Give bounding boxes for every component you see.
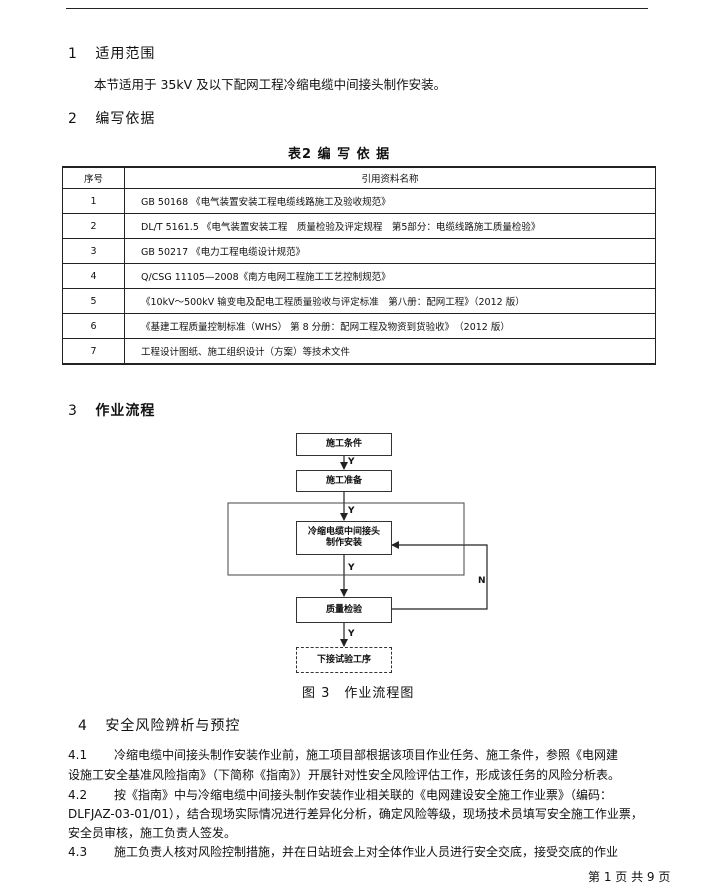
flow-label-yes: Y xyxy=(348,506,355,516)
table-row: 5《10kV～500kV 输变电及配电工程质量验收与评定标准 第八册：配网工程》… xyxy=(62,288,656,314)
row-number: 7 xyxy=(62,338,125,365)
flow-label-yes: Y xyxy=(348,563,355,573)
inner-process-frame xyxy=(227,502,465,576)
page-number: 第 1 页 共 9 页 xyxy=(588,870,671,884)
arrow-feedback-loop xyxy=(391,541,488,610)
row-number: 4 xyxy=(62,263,125,289)
section-1-body: 本节适用于 35kV 及以下配网工程冷缩电缆中间接头制作安装。 xyxy=(94,77,447,92)
flow-node-inspection: 质量检验 xyxy=(296,597,392,623)
section-title: 作业流程 xyxy=(95,403,156,419)
row-number: 6 xyxy=(62,313,125,339)
paragraph-4-1-line1: 冷缩电缆中间接头制作安装作业前，施工项目部根据该项目作业任务、施工条件，参照《电… xyxy=(114,748,619,762)
section-2-heading: 2 编写依据 xyxy=(68,108,155,128)
section-title: 编写依据 xyxy=(95,111,156,127)
paragraph-4-1-number: 4.1 xyxy=(68,748,88,762)
table-caption: 表2 编 写 依 据 xyxy=(288,147,391,162)
flow-label-yes: Y xyxy=(348,457,355,467)
paragraph-4-3-line1: 施工负责人核对风险控制措施，并在日站班会上对全体作业人员进行安全交底，接受交底的… xyxy=(114,845,619,859)
row-name: 《10kV～500kV 输变电及配电工程质量验收与评定标准 第八册：配网工程》（… xyxy=(124,288,656,314)
flow-node-install-line1: 冷缩电缆中间接头 xyxy=(307,527,380,537)
row-number: 3 xyxy=(62,238,125,264)
flow-node-next-process: 下接试验工序 xyxy=(296,647,392,673)
paragraph-4-2-number: 4.2 xyxy=(68,788,88,802)
paragraph-4-2-line3: 安全员审核，施工负责人签发。 xyxy=(68,826,237,840)
paragraph-4-3-number: 4.3 xyxy=(68,845,88,859)
table-row: 6《基建工程质量控制标准（WHS） 第 8 分册：配网工程及物资到货验收》 （2… xyxy=(62,313,656,339)
section-number: 4 xyxy=(78,718,88,734)
section-number: 3 xyxy=(68,403,78,419)
flow-node-preparation: 施工准备 xyxy=(296,470,392,492)
row-name: 工程设计图纸、施工组织设计（方案）等技术文件 xyxy=(124,338,656,365)
section-1-heading: 1 适用范围 xyxy=(68,43,155,63)
flow-node-conditions: 施工条件 xyxy=(296,433,392,456)
header-rule xyxy=(66,8,648,9)
section-number: 2 xyxy=(68,111,78,127)
row-number: 2 xyxy=(62,213,125,239)
row-name: 《基建工程质量控制标准（WHS） 第 8 分册：配网工程及物资到货验收》 （20… xyxy=(124,313,656,339)
paragraph-4-1-line2: 设施工安全基准风险指南》（下简称《指南》）开展针对性安全风险评估工作，形成该任务… xyxy=(68,768,621,782)
section-number: 1 xyxy=(68,46,78,62)
section-3-heading: 3 作业流程 xyxy=(68,400,155,420)
section-4-heading: 4 安全风险辨析与预控 xyxy=(78,715,240,735)
section-title: 安全风险辨析与预控 xyxy=(105,718,241,734)
figure-caption: 图 3 作业流程图 xyxy=(302,686,415,701)
flow-label-no: N xyxy=(478,576,486,586)
flow-label-yes: Y xyxy=(348,629,355,639)
section-title: 适用范围 xyxy=(95,46,156,62)
paragraph-4-2-line1: 按《指南》中与冷缩电缆中间接头制作安装作业相关联的《电网建设安全施工作业票》（编… xyxy=(114,788,613,802)
paragraph-4-2-line2: DLFJAZ-03-01/01），结合现场实际情况进行差异化分析，确定风险等级，… xyxy=(68,807,643,821)
flow-node-install-line2: 制作安装 xyxy=(325,538,362,548)
flow-node-install: 冷缩电缆中间接头 制作安装 xyxy=(296,521,392,555)
row-name: GB 50217 《电力工程电缆设计规范》 xyxy=(124,238,656,264)
